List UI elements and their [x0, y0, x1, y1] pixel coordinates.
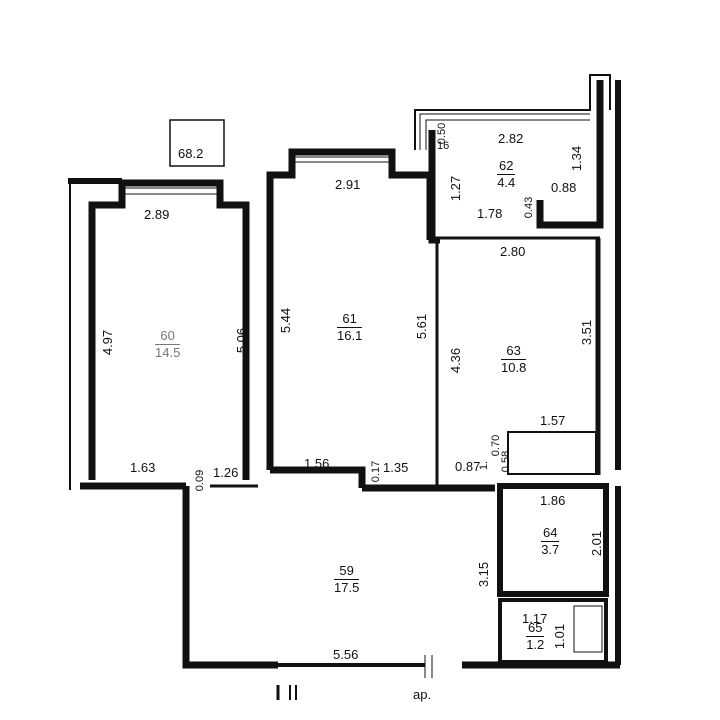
- total-area-box: [169, 119, 225, 167]
- room-60-walls: [88, 179, 250, 480]
- room-63-label: 63 10.8: [501, 343, 527, 375]
- dim-r62-top: 2.82: [498, 131, 524, 146]
- dim-r60-bottom-left: 1.63: [130, 460, 156, 475]
- room-62-balcony-outer: [419, 113, 590, 150]
- dim-r63-inner: 1.57: [540, 413, 566, 428]
- dim-r60-door: 0.09: [194, 469, 207, 492]
- room-63-inner-box: [507, 431, 597, 475]
- room-65-label: 65 1.2: [526, 620, 545, 652]
- dim-r64-top: 1.86: [540, 493, 566, 508]
- dim-r60-right: 5.06: [234, 327, 250, 354]
- dim-r59-right: 3.15: [476, 561, 492, 588]
- room-65-inner-box: [573, 605, 603, 653]
- dim-r62-bottom: 1.78: [477, 206, 503, 221]
- dim-r64-right: 2.01: [589, 530, 605, 557]
- dim-r61-bottom-left: 1.56: [304, 456, 330, 471]
- room-65-number: 65: [526, 620, 545, 637]
- dim-r62-corner: 0.88: [551, 180, 577, 195]
- dim-r63-door-b: 0.58: [500, 450, 513, 473]
- room-62-balcony-inner: [425, 119, 590, 150]
- room-60-area: 14.5: [155, 344, 181, 360]
- room-65-area: 1.2: [526, 636, 545, 652]
- room-62-walls: [414, 74, 611, 150]
- dim-r65-top: 1.17: [522, 611, 548, 626]
- dim-r61-right: 5.61: [414, 313, 430, 340]
- room-64-walls: [497, 483, 609, 597]
- dim-r63-bottom: 0.87: [455, 459, 481, 474]
- dim-r65-right: 1.01: [552, 623, 568, 650]
- room-59-number: 59: [334, 563, 360, 580]
- dim-r60-left: 4.97: [100, 329, 116, 356]
- room-63-number: 63: [501, 343, 527, 360]
- room-63-area: 10.8: [501, 359, 527, 375]
- dim-r63-top: 2.80: [500, 244, 526, 259]
- room-61-walls: [266, 148, 434, 470]
- room-59-area: 17.5: [334, 579, 360, 595]
- room-62-right-wall: [536, 80, 604, 229]
- dim-r62-step: 0.43: [523, 196, 536, 219]
- dim-r61-bottom-right: 1.35: [383, 460, 409, 475]
- total-area-label: 68.2: [178, 146, 204, 161]
- walls: [68, 74, 621, 700]
- room-64-area: 3.7: [541, 541, 560, 557]
- dim-r62-left: 1.27: [448, 175, 464, 202]
- dim-r63-left: 4.36: [448, 347, 464, 374]
- room-61-label: 61 16.1: [337, 311, 363, 343]
- room-64-label: 64 3.7: [541, 525, 560, 557]
- dim-r59-bottom: 5.56: [333, 647, 359, 662]
- dim-r61-top: 2.91: [335, 177, 361, 192]
- dim-r62-door-b: 16: [437, 140, 450, 152]
- room-61-area: 16.1: [337, 327, 363, 343]
- room-60-label: 60 14.5: [155, 328, 181, 360]
- room-60-number: 60: [155, 328, 181, 345]
- dim-r61-left: 5.44: [278, 307, 294, 334]
- room-61-number: 61: [337, 311, 363, 328]
- room-62-area: 4.4: [497, 174, 516, 190]
- dim-r62-right: 1.34: [569, 145, 585, 172]
- dim-r60-bottom-right: 1.26: [213, 465, 239, 480]
- room-62-number: 62: [497, 158, 516, 175]
- room-65-walls: [498, 598, 608, 664]
- dim-r60-top: 2.89: [144, 207, 170, 222]
- room-62-inner-wall: [428, 130, 440, 244]
- room-64-number: 64: [541, 525, 560, 542]
- footer-label: ар.: [413, 687, 432, 702]
- dim-r63-door-c: 1.: [478, 460, 491, 471]
- dim-r63-right: 3.51: [579, 319, 595, 346]
- room-61-bottom-wall: [270, 466, 366, 488]
- room-62-label: 62 4.4: [497, 158, 516, 190]
- dim-r61-door: 0.17: [370, 460, 383, 483]
- room-59-label: 59 17.5: [334, 563, 360, 595]
- room-59-walls: [182, 486, 278, 669]
